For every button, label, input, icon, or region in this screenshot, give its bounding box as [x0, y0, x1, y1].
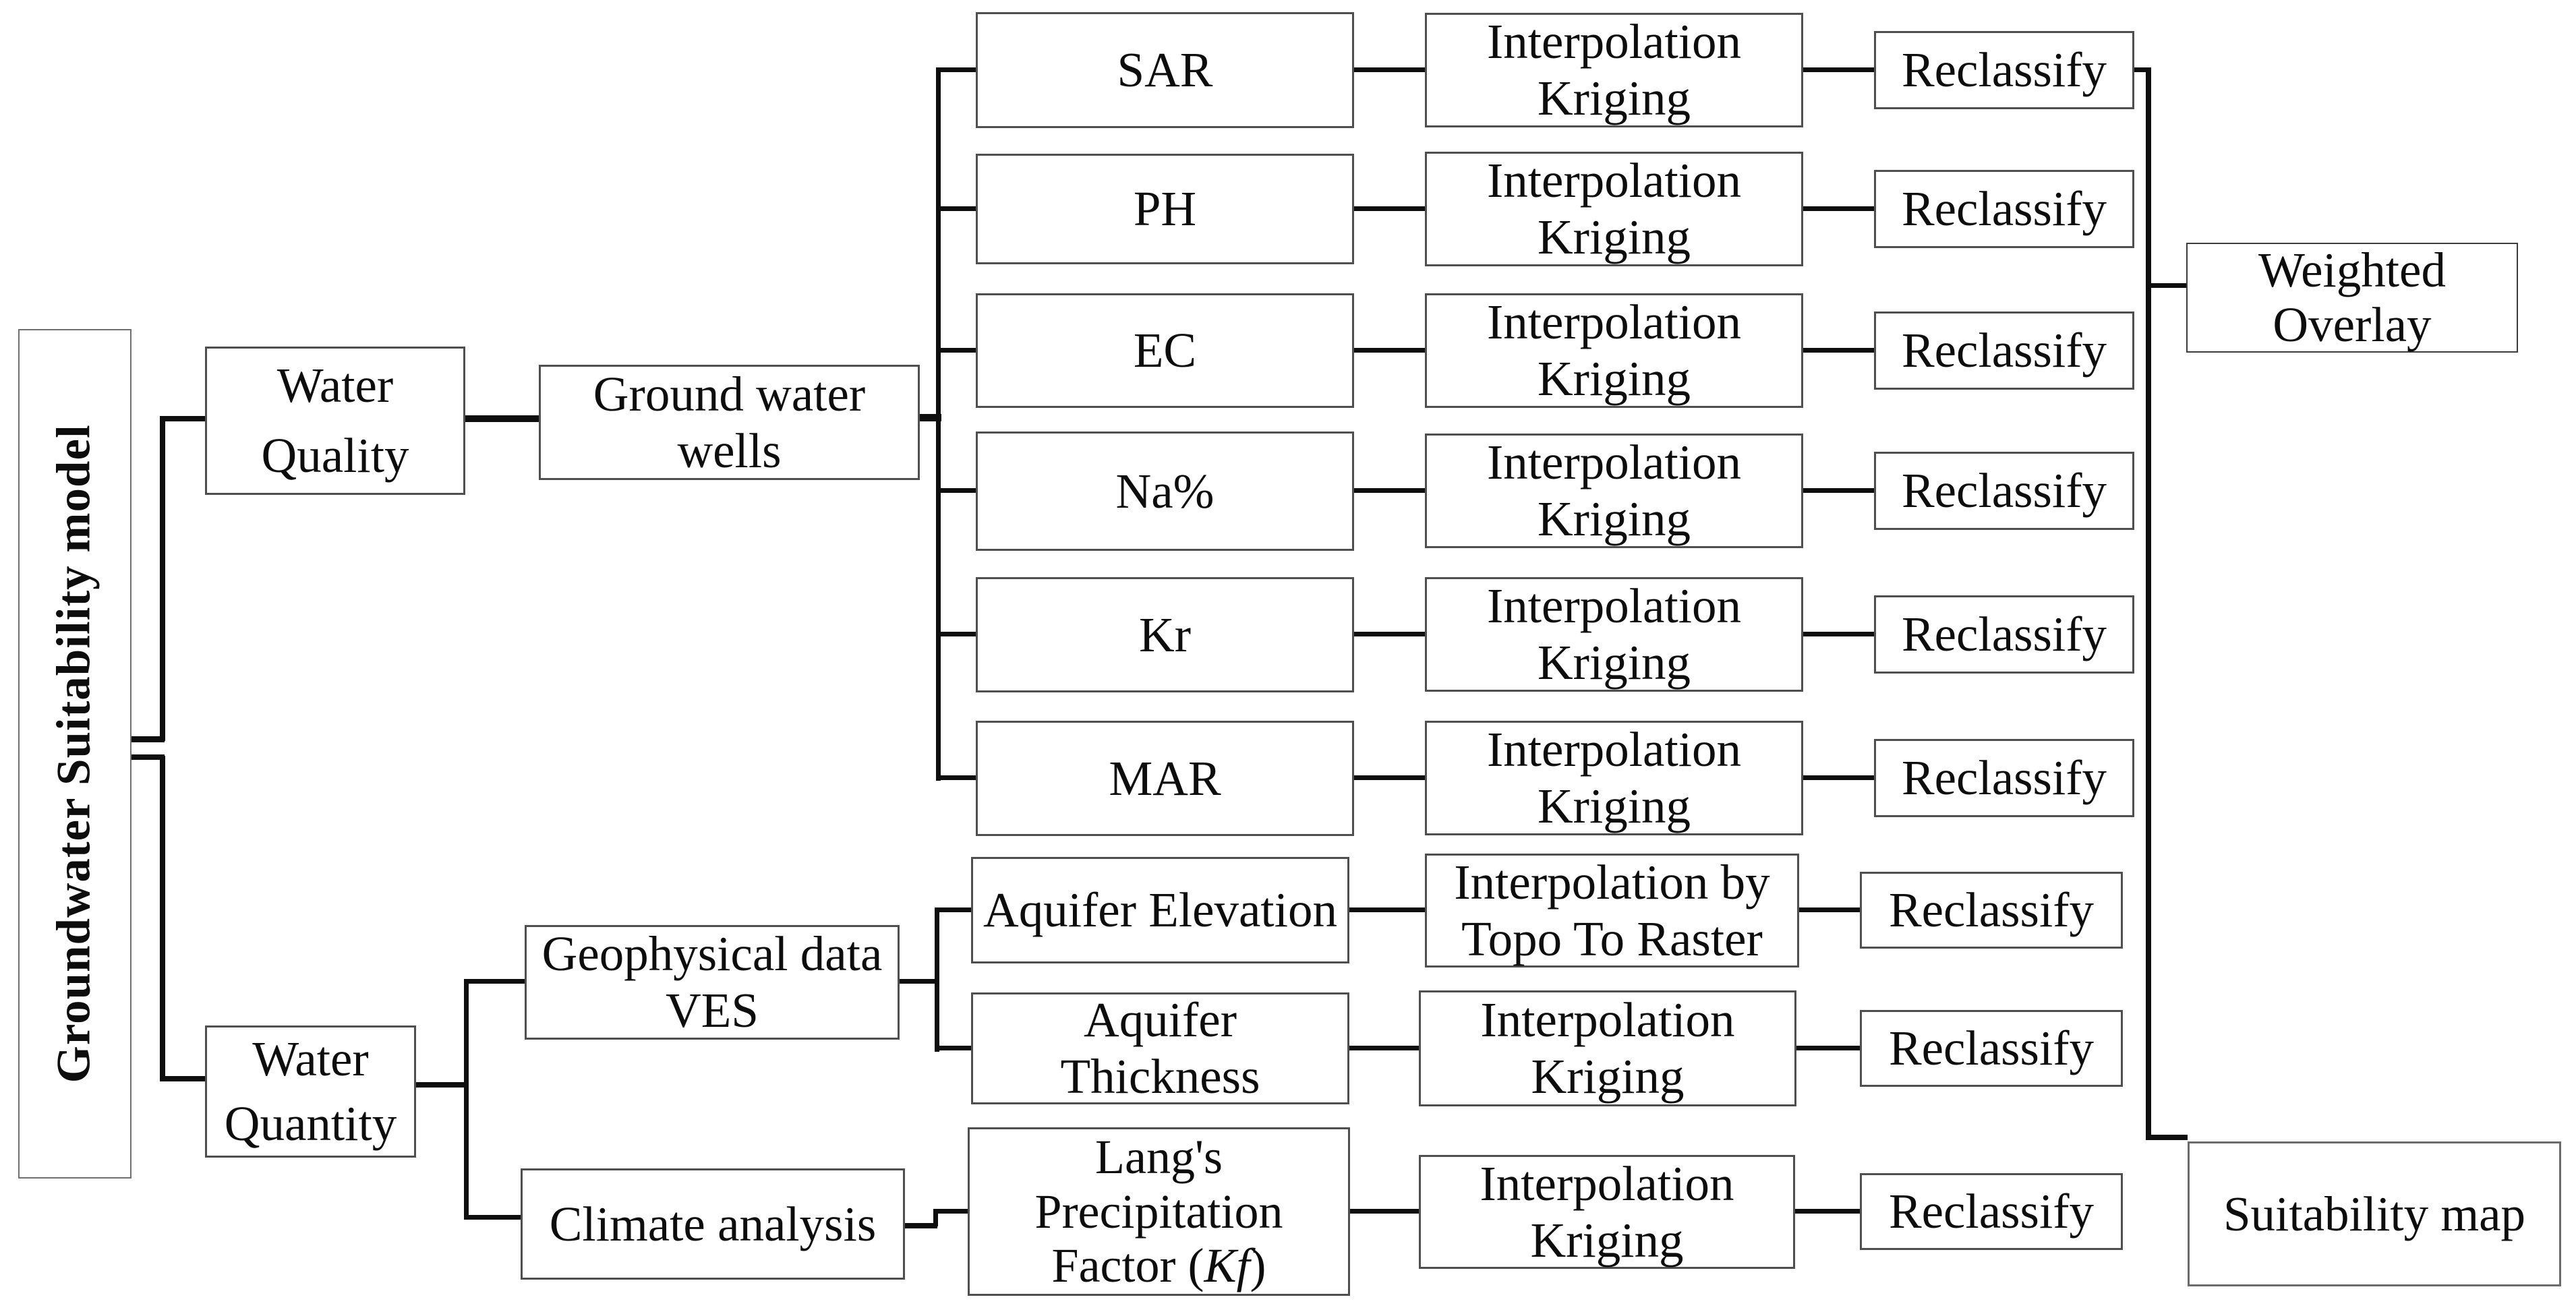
- node-ground-water-wells: Ground water wells: [539, 365, 920, 480]
- node-interpolation-topo-to-raster: Interpolation by Topo To Raster: [1425, 854, 1799, 967]
- connector-na-to-interp: [1354, 488, 1425, 493]
- connector-interp6-to-reclass: [1803, 775, 1874, 780]
- connector-trunk-to-weighted-overlay: [2151, 283, 2186, 288]
- connector-climate-elbow-v: [933, 1209, 938, 1226]
- node-interpolation-kriging-8: Interpolation Kriging: [1419, 990, 1796, 1106]
- connector-kr-to-interp: [1354, 632, 1425, 636]
- connector-sar-to-interp: [1354, 67, 1425, 72]
- connector-bracket3-to-elevation: [939, 907, 971, 912]
- connector-ph-to-interp: [1354, 206, 1425, 211]
- node-reclassify-7: Reclassify: [1860, 872, 2123, 949]
- connector-interp9-to-reclass9: [1795, 1209, 1860, 1214]
- connector-interp8-to-reclass8: [1796, 1046, 1860, 1050]
- connector-interp4-to-reclass: [1803, 488, 1874, 493]
- connector-trunk-to-sar: [936, 67, 976, 72]
- connector-interp1-to-reclass: [1803, 67, 1874, 72]
- langs-line-3-post: ): [1250, 1239, 1266, 1293]
- connector-quality-bracket-v: [160, 416, 165, 741]
- node-suitability-map: Suitability map: [2188, 1141, 2561, 1286]
- node-interpolation-kriging-5: Interpolation Kriging: [1425, 577, 1803, 692]
- node-reclassify-3: Reclassify: [1874, 311, 2134, 390]
- connector-bracket3-v: [935, 907, 939, 1052]
- node-water-quantity: Water Quantity: [205, 1025, 416, 1158]
- langs-line-2: Precipitation: [1034, 1184, 1283, 1239]
- langs-line-1: Lang's: [1095, 1130, 1223, 1185]
- node-interpolation-kriging-4: Interpolation Kriging: [1425, 434, 1803, 548]
- node-interpolation-kriging-3: Interpolation Kriging: [1425, 293, 1803, 408]
- connector-params-trunk-v: [936, 67, 941, 781]
- node-interpolation-kriging-9: Interpolation Kriging: [1419, 1155, 1795, 1269]
- node-geophysical-data-ves: Geophysical data VES: [525, 925, 900, 1040]
- connector-wells-to-trunk: [920, 414, 941, 421]
- connector-reclass1-to-trunk: [2134, 67, 2150, 72]
- connector-interp5-to-reclass: [1803, 632, 1874, 636]
- connector-thickness-to-interp8: [1349, 1046, 1419, 1050]
- node-aquifer-elevation: Aquifer Elevation: [971, 857, 1349, 963]
- model-title: Groundwater Suitability model: [48, 424, 101, 1083]
- connector-bracket-to-water-quantity: [162, 1076, 205, 1081]
- node-reclassify-4: Reclassify: [1874, 452, 2134, 530]
- connector-trunk-to-na: [936, 488, 976, 493]
- connector-bracket2-v: [464, 979, 469, 1220]
- connector-climate-elbow-h1: [905, 1223, 937, 1228]
- node-interpolation-kriging-2: Interpolation Kriging: [1425, 152, 1803, 266]
- connector-ves-to-bracket3: [900, 979, 937, 984]
- node-climate-analysis: Climate analysis: [521, 1168, 905, 1280]
- connector-climate-elbow-h2: [937, 1209, 968, 1214]
- node-reclassify-6: Reclassify: [1874, 739, 2134, 817]
- node-interpolation-kriging-6: Interpolation Kriging: [1425, 721, 1803, 835]
- langs-line-3: Factor (Kf): [1052, 1239, 1266, 1293]
- connector-quality-to-wells: [465, 415, 539, 422]
- node-ph: PH: [976, 154, 1354, 264]
- connector-bracket2-to-climate: [469, 1215, 521, 1220]
- connector-trunk-to-ph: [936, 206, 976, 211]
- node-reclassify-1: Reclassify: [1874, 31, 2134, 109]
- langs-line-3-pre: Factor (: [1051, 1239, 1204, 1293]
- connector-quantity-to-bracket2: [416, 1082, 467, 1088]
- node-reclassify-8: Reclassify: [1860, 1010, 2123, 1087]
- node-interpolation-kriging-1: Interpolation Kriging: [1425, 13, 1803, 127]
- node-reclassify-2: Reclassify: [1874, 170, 2134, 248]
- langs-kf-italic: Kf: [1204, 1239, 1250, 1293]
- connector-bracket3-to-thickness: [939, 1046, 971, 1050]
- connector-bracket2-to-ves: [469, 979, 525, 984]
- connector-quantity-bracket-v: [160, 756, 165, 1081]
- node-aquifer-thickness: Aquifer Thickness: [971, 992, 1349, 1104]
- node-groundwater-suitability-model: Groundwater Suitability model: [18, 329, 131, 1179]
- connector-interp3-to-reclass: [1803, 348, 1874, 353]
- node-langs-precipitation-factor: Lang's Precipitation Factor (Kf): [968, 1127, 1350, 1296]
- node-mar: MAR: [976, 721, 1354, 836]
- node-ec: EC: [976, 293, 1354, 408]
- connector-langs-to-interp9: [1350, 1209, 1419, 1214]
- node-kr: Kr: [976, 577, 1354, 692]
- node-water-quality: Water Quality: [205, 347, 465, 495]
- connector-trunk-to-ec: [936, 348, 976, 353]
- connector-elevation-to-topo: [1349, 907, 1425, 912]
- connector-trunk-to-suitability-map: [2146, 1135, 2188, 1140]
- connector-output-trunk-v: [2146, 67, 2151, 1139]
- connector-trunk-to-kr: [936, 632, 976, 636]
- connector-mar-to-interp: [1354, 775, 1425, 780]
- connector-bracket-to-water-quality: [162, 416, 205, 421]
- node-sar: SAR: [976, 12, 1354, 128]
- connector-model-to-quality-bracket: [131, 736, 165, 742]
- connector-interp2-to-reclass: [1803, 206, 1874, 211]
- node-na-percent: Na%: [976, 431, 1354, 551]
- connector-ec-to-interp: [1354, 348, 1425, 353]
- node-reclassify-5: Reclassify: [1874, 595, 2134, 674]
- connector-trunk-to-mar: [936, 775, 976, 780]
- connector-topo-to-reclass7: [1799, 907, 1860, 912]
- node-weighted-overlay: Weighted Overlay: [2186, 243, 2518, 353]
- connector-model-to-quantity-bracket: [131, 754, 165, 760]
- node-reclassify-9: Reclassify: [1860, 1173, 2123, 1250]
